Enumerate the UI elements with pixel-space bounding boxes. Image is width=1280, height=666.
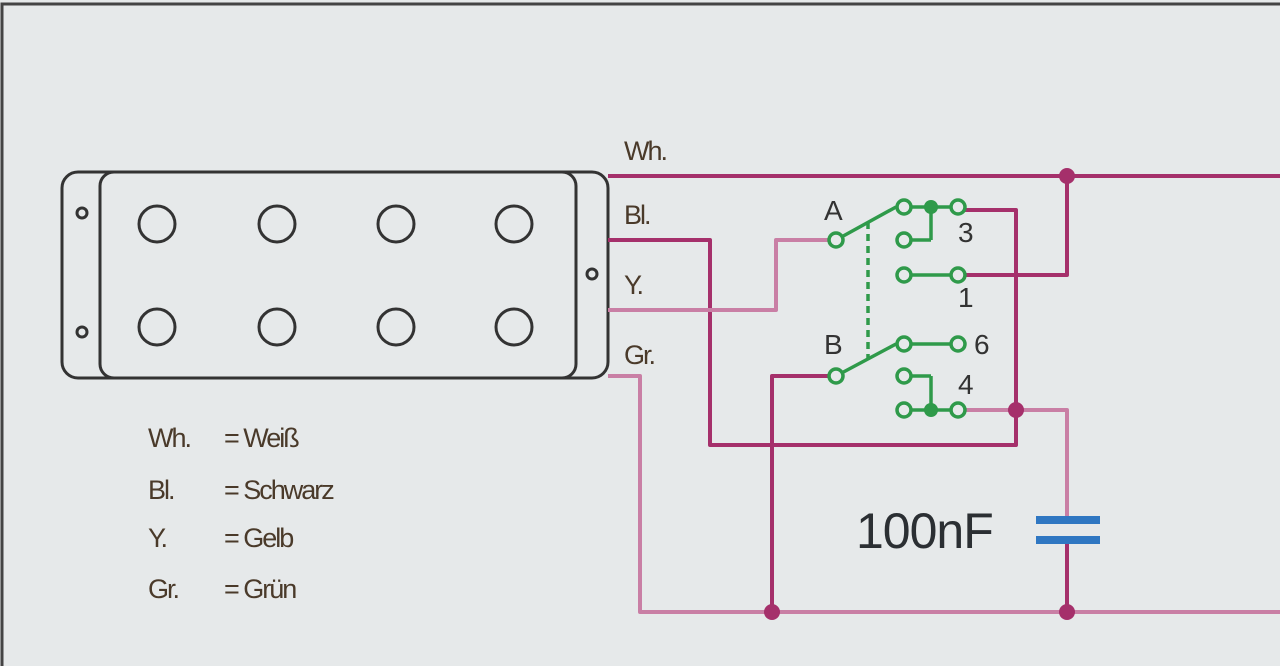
- switch-solder-dots: [924, 200, 938, 417]
- contact-pole-b: [827, 367, 845, 385]
- contact-6: [949, 335, 967, 353]
- junction-dot: [1059, 604, 1075, 620]
- contact-pole-a: [827, 231, 845, 249]
- switch-lever-b: [835, 342, 897, 378]
- terminal-label-1: 1: [958, 282, 974, 313]
- contact: [895, 266, 913, 284]
- contact: [895, 401, 913, 419]
- junction-dot: [1059, 168, 1075, 184]
- capacitor-plate-bottom: [1036, 536, 1100, 544]
- contact: [895, 335, 913, 353]
- mounting-hole-top: [75, 206, 89, 220]
- capacitor-symbol: [1036, 516, 1100, 544]
- contact: [949, 198, 967, 216]
- wire-label-green: Gr.: [624, 340, 655, 370]
- wire-label-white: Wh.: [624, 136, 667, 166]
- capacitor-label: 100nF: [856, 503, 993, 559]
- legend-meaning: = Schwarz: [224, 475, 334, 505]
- mounting-hole-right: [585, 267, 599, 281]
- legend-abbr: Y.: [148, 523, 167, 553]
- legend-meaning: = Gelb: [224, 523, 293, 553]
- contact-1: [949, 266, 967, 284]
- pickup-mounting-plate: [60, 170, 610, 380]
- wire-label-yellow: Y.: [624, 270, 643, 300]
- legend-abbr: Wh.: [148, 423, 191, 453]
- pole-piece: [137, 307, 177, 347]
- wire-group: [608, 174, 1280, 614]
- switch-lever-a: [835, 205, 897, 242]
- dpdt-switch: [835, 205, 958, 412]
- terminal-label-6: 6: [974, 329, 990, 360]
- contact: [949, 401, 967, 419]
- terminal-label-4: 4: [958, 369, 974, 400]
- wire-pole-b-to-ground: [770, 374, 836, 612]
- legend-abbr: Bl.: [148, 475, 174, 505]
- humbucker-pickup: [60, 170, 610, 380]
- switch-label-b: B: [824, 329, 843, 360]
- junction-group: [764, 168, 1075, 620]
- wire-label-black: Bl.: [624, 200, 650, 230]
- capacitor-plate-top: [1036, 516, 1100, 524]
- contact-4: [895, 367, 913, 385]
- pole-piece: [494, 307, 534, 347]
- terminal-label-3: 3: [958, 217, 974, 248]
- pole-piece: [376, 307, 416, 347]
- color-legend: Wh. = Weiß Bl. = Schwarz Y. = Gelb Gr. =…: [148, 423, 336, 604]
- switch-contacts: [827, 198, 967, 419]
- wire-to-capacitor-top: [960, 408, 1069, 522]
- contact-3: [895, 231, 913, 249]
- junction-dot: [764, 604, 780, 620]
- pickup-body: [98, 170, 578, 380]
- pole-piece: [257, 204, 297, 244]
- legend-meaning: = Weiß: [224, 423, 299, 453]
- pole-piece: [376, 204, 416, 244]
- wire-yellow: [608, 238, 836, 312]
- wire-black: [608, 208, 1018, 447]
- pole-piece: [137, 204, 177, 244]
- solder-dot: [924, 403, 938, 417]
- wire-terminal-1-to-hot: [960, 176, 1069, 277]
- legend-abbr: Gr.: [148, 574, 179, 604]
- legend-meaning: = Grün: [224, 574, 296, 604]
- mounting-hole-bottom: [75, 325, 89, 339]
- contact: [895, 198, 913, 216]
- pole-piece: [494, 204, 534, 244]
- junction-dot: [1008, 402, 1024, 418]
- pole-piece: [257, 307, 297, 347]
- wire-green: [608, 374, 1280, 614]
- switch-label-a: A: [824, 195, 843, 226]
- solder-dot: [924, 200, 938, 214]
